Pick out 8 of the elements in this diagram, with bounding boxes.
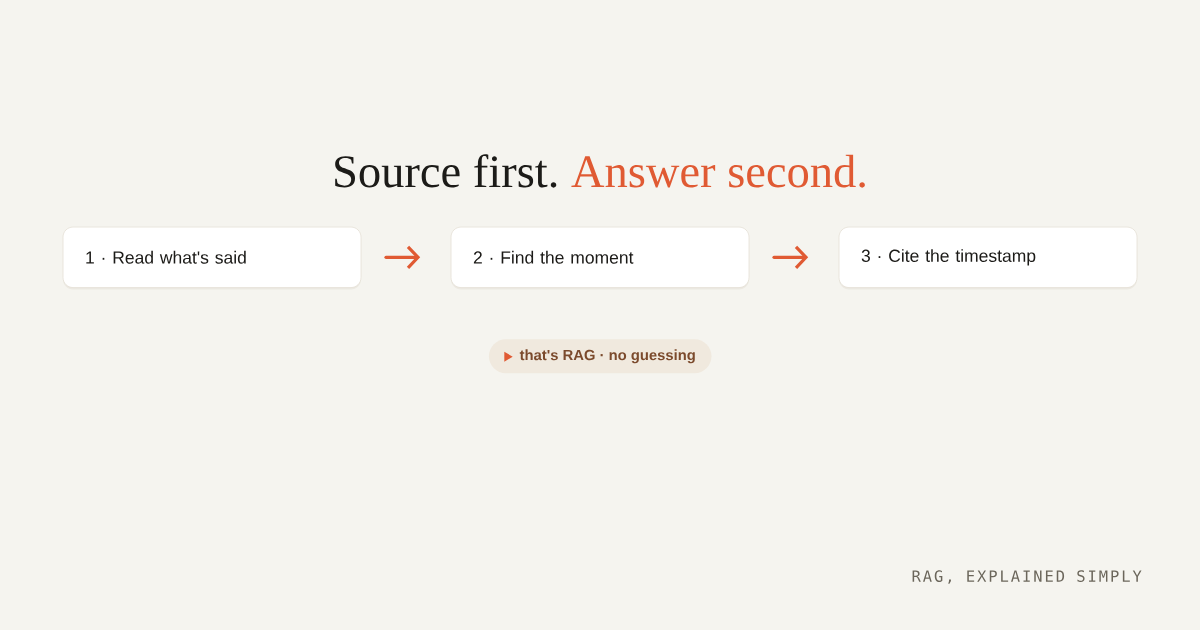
arrow [384,245,421,269]
tag-pill: that's RAG · no guessing [488,339,712,374]
title: Source first. Answer second. [335,154,865,188]
step-box: 2 · Find the moment [450,226,750,290]
arrow [772,245,809,269]
step-box: 1 · Read what's said [62,226,362,290]
tagline: RAG, EXPLAINED SIMPLY [912,570,1142,584]
step-box: 3 · Cite the timestamp [838,226,1138,290]
